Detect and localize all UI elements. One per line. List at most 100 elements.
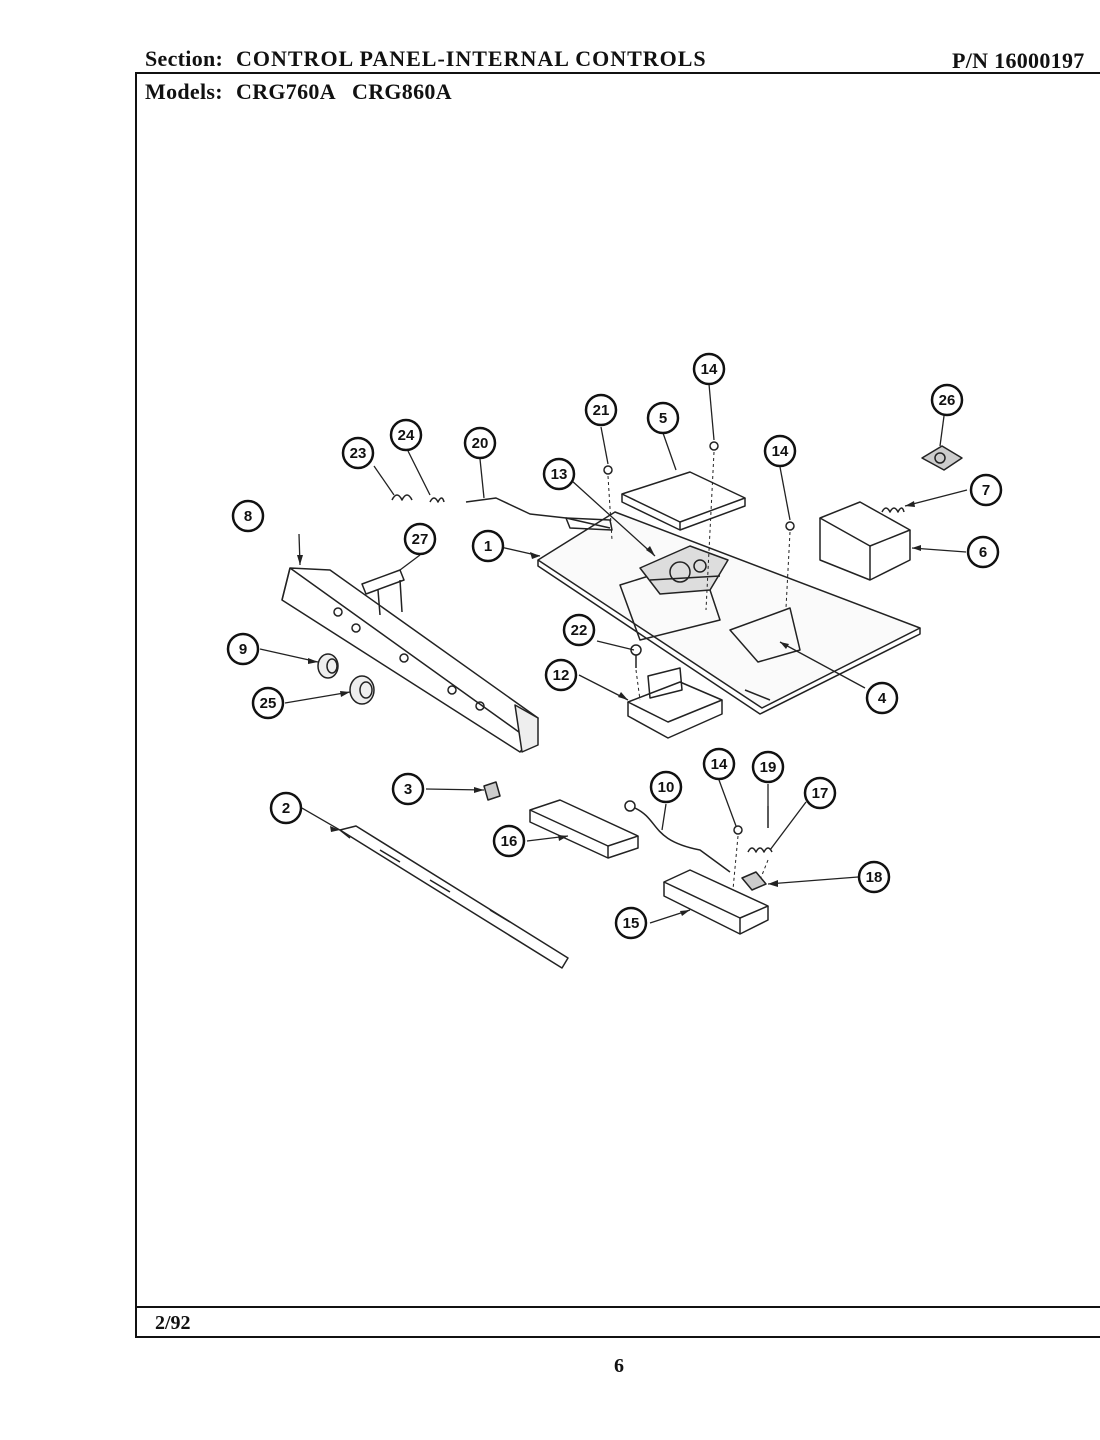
part-7-spring	[881, 507, 905, 513]
part-25-knob	[349, 675, 375, 705]
callout-circle	[966, 535, 1000, 569]
callout-circle	[865, 681, 899, 715]
callout-21: 21	[584, 393, 618, 427]
model-crg760a: CRG760A	[236, 79, 336, 104]
callout-1: 1	[471, 529, 505, 563]
callout-15: 15	[614, 906, 648, 940]
callout-circle	[463, 426, 497, 460]
callout-label: 23	[350, 445, 367, 462]
callout-label: 22	[571, 622, 588, 639]
frame-top-rule	[135, 72, 1100, 74]
callout-label: 24	[398, 427, 415, 444]
callout-circle	[544, 658, 578, 692]
callout-14: 14	[763, 434, 797, 468]
callout-circle	[930, 383, 964, 417]
part-base-plate	[537, 511, 921, 715]
callout-label: 3	[404, 781, 412, 798]
callout-label: 5	[659, 410, 667, 427]
part-20-tube	[465, 497, 613, 531]
part-22-screw	[630, 644, 642, 668]
callout-circle	[269, 791, 303, 825]
callout-circle	[969, 473, 1003, 507]
callout-circle	[471, 529, 505, 563]
callout-circle	[584, 393, 618, 427]
callout-label: 20	[472, 435, 489, 452]
part-9-knob	[317, 653, 339, 679]
callout-circle	[763, 434, 797, 468]
callout-14: 14	[702, 747, 736, 781]
callout-circle	[389, 418, 423, 452]
callout-16: 16	[492, 824, 526, 858]
callout-circle	[562, 613, 596, 647]
callout-label: 7	[982, 482, 990, 499]
part-number: P/N 16000197	[952, 48, 1085, 73]
frame-footer-rule	[135, 1306, 1100, 1308]
callout-22: 22	[562, 613, 596, 647]
callout-circle	[751, 750, 785, 784]
callout-label: 26	[939, 392, 956, 409]
callout-label: 14	[701, 361, 718, 378]
part-14-screw-a	[709, 441, 719, 451]
part-10-wire	[624, 800, 731, 873]
section-title: CONTROL PANEL-INTERNAL CONTROLS	[236, 46, 707, 71]
callout-label: 12	[553, 667, 570, 684]
callout-label: 14	[711, 756, 728, 773]
part-2-rail	[339, 825, 569, 969]
part-23-spring	[391, 494, 413, 501]
frame-left-rule	[135, 72, 137, 1338]
callout-circle	[251, 686, 285, 720]
callout-27: 27	[403, 522, 437, 556]
part-14-screw-c	[733, 825, 743, 835]
callout-12: 12	[544, 658, 578, 692]
part-12-bracket	[627, 667, 723, 739]
callout-3: 3	[391, 772, 425, 806]
callout-20: 20	[463, 426, 497, 460]
callout-24: 24	[389, 418, 423, 452]
part-side-box	[819, 501, 911, 581]
part-manifold-panel	[281, 567, 539, 753]
callout-label: 27	[412, 531, 429, 548]
callout-label: 8	[244, 508, 252, 525]
callout-label: 17	[812, 785, 829, 802]
part-24-spring	[429, 497, 445, 503]
part-14-screw-b	[785, 521, 795, 531]
callout-23: 23	[341, 436, 375, 470]
callout-label: 13	[551, 466, 568, 483]
callout-10: 10	[649, 770, 683, 804]
callout-circle	[226, 632, 260, 666]
callout-label: 10	[658, 779, 675, 796]
callout-14: 14	[692, 352, 726, 386]
callout-circle	[403, 522, 437, 556]
callout-label: 16	[501, 833, 518, 850]
part-15-channel	[663, 869, 769, 935]
callout-label: 6	[979, 544, 987, 561]
callout-circle	[391, 772, 425, 806]
callout-label: 21	[593, 402, 610, 419]
callout-circle	[646, 401, 680, 435]
callout-9: 9	[226, 632, 260, 666]
callout-circle	[857, 860, 891, 894]
callout-18: 18	[857, 860, 891, 894]
part-18-switch	[741, 871, 767, 891]
callout-circle	[341, 436, 375, 470]
callout-circle	[542, 457, 576, 491]
callout-label: 14	[772, 443, 789, 460]
callout-25: 25	[251, 686, 285, 720]
callout-circle	[614, 906, 648, 940]
part-26-connector	[921, 445, 963, 471]
part-17-spring	[747, 847, 773, 853]
callout-4: 4	[865, 681, 899, 715]
callout-label: 4	[878, 690, 887, 707]
callout-circle	[702, 747, 736, 781]
model-crg860a: CRG860A	[352, 79, 452, 104]
callout-circle	[492, 824, 526, 858]
part-27-bracket	[361, 569, 405, 616]
callout-circle	[803, 776, 837, 810]
part-valve-assembly	[639, 545, 729, 595]
callout-label: 2	[282, 800, 290, 817]
callout-8: 8	[231, 499, 265, 533]
callout-2: 2	[269, 791, 303, 825]
part-cover-box	[621, 471, 746, 531]
part-3-clip	[483, 781, 501, 801]
